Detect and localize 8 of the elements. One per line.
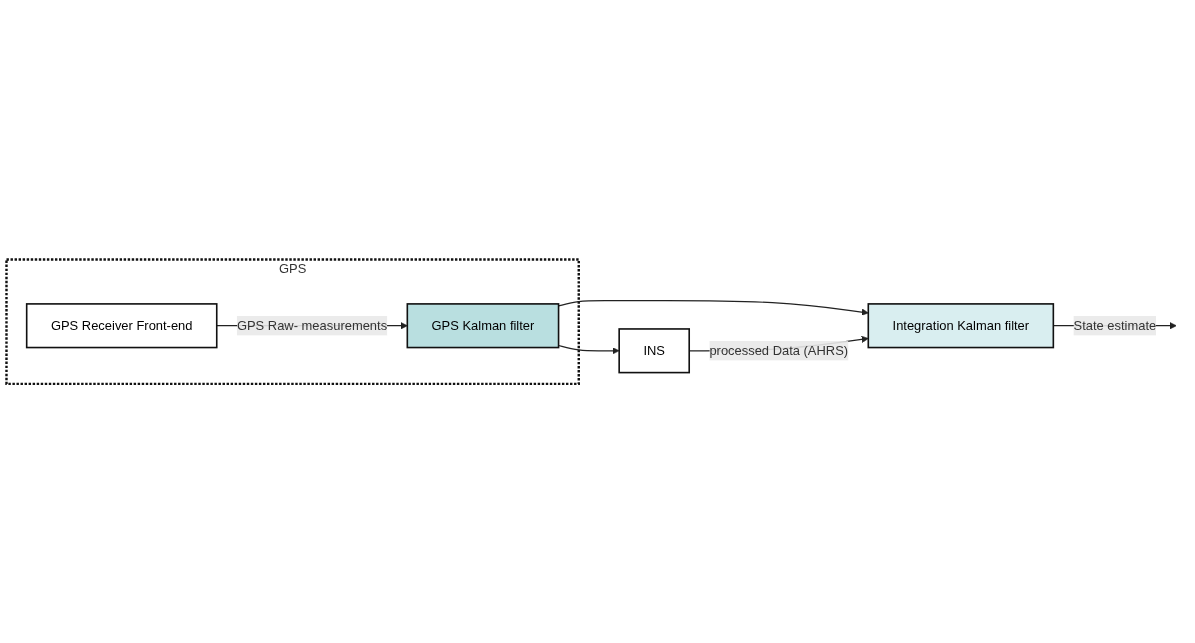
- edge-label: State estimate: [1073, 318, 1157, 333]
- node-box: GPS Kalman filter: [406, 302, 560, 349]
- arrow: [557, 344, 620, 355]
- node-box: Integration Kalman filter: [867, 302, 1055, 349]
- edge-label: GPS Raw- measurements: [236, 318, 388, 333]
- node-box: INS: [618, 327, 690, 374]
- edge-label: processed Data (AHRS): [709, 343, 849, 358]
- node-box: GPS Receiver Front-end: [25, 302, 218, 349]
